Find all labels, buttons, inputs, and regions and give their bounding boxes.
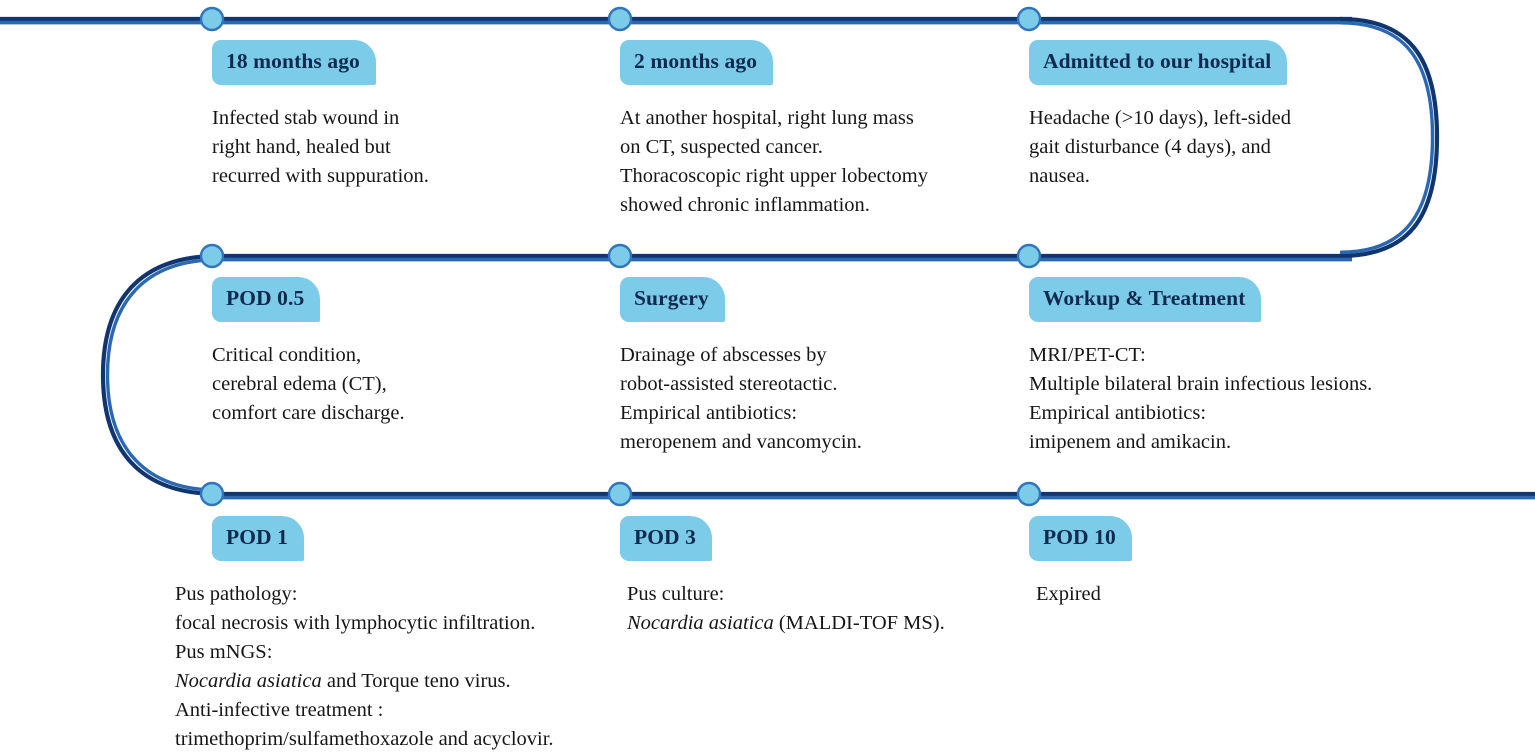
timeline-dot: [609, 245, 631, 267]
timeline-body: At another hospital, right lung mass on …: [620, 104, 1020, 220]
timeline-dot: [201, 245, 223, 267]
timeline-node-admitted: Admitted to our hospital Headache (>10 d…: [1029, 40, 1429, 191]
timeline-node-pod-0-5: POD 0.5 Critical condition, cerebral ede…: [212, 277, 612, 428]
timeline-dot: [609, 483, 631, 505]
timeline-badge[interactable]: POD 10: [1029, 516, 1132, 561]
timeline-body: Drainage of abscesses by robot-assisted …: [620, 341, 1020, 457]
track-row-3: [208, 494, 1535, 498]
track-row-2: [208, 256, 1352, 260]
timeline-body: MRI/PET-CT: Multiple bilateral brain inf…: [1029, 341, 1509, 457]
timeline-node-2-months-ago: 2 months ago At another hospital, right …: [620, 40, 1020, 220]
timeline-node-surgery: Surgery Drainage of abscesses by robot-a…: [620, 277, 1020, 457]
track-row-1: [0, 19, 1352, 23]
timeline-badge[interactable]: 18 months ago: [212, 40, 376, 85]
timeline-badge[interactable]: Surgery: [620, 277, 725, 322]
timeline-badge[interactable]: Admitted to our hospital: [1029, 40, 1287, 85]
timeline-body: Infected stab wound in right hand, heale…: [212, 104, 612, 191]
timeline-badge[interactable]: POD 1: [212, 516, 304, 561]
timeline-dot: [201, 483, 223, 505]
timeline-body: Headache (>10 days), left-sided gait dis…: [1029, 104, 1429, 191]
timeline-badge[interactable]: 2 months ago: [620, 40, 773, 85]
timeline-node-18-months-ago: 18 months ago Infected stab wound in rig…: [212, 40, 612, 191]
timeline-dot: [1018, 483, 1040, 505]
track-turn-left: [103, 256, 218, 494]
timeline-badge[interactable]: Workup & Treatment: [1029, 277, 1261, 322]
timeline-body: Pus pathology: focal necrosis with lymph…: [175, 580, 642, 754]
timeline-badge[interactable]: POD 3: [620, 516, 712, 561]
timeline-body: Critical condition, cerebral edema (CT),…: [212, 341, 612, 428]
timeline-badge[interactable]: POD 0.5: [212, 277, 320, 322]
timeline-body: Pus culture: Nocardia asiatica (MALDI-TO…: [627, 580, 1050, 638]
timeline-node-workup-treatment: Workup & Treatment MRI/PET-CT: Multiple …: [1029, 277, 1509, 457]
timeline-dot: [609, 8, 631, 30]
timeline-dot: [1018, 8, 1040, 30]
timeline-body: Expired: [1036, 580, 1429, 609]
timeline-node-pod-3: POD 3 Pus culture: Nocardia asiatica (MA…: [620, 516, 1050, 638]
timeline-node-pod-1: POD 1 Pus pathology: focal necrosis with…: [212, 516, 642, 754]
timeline-node-pod-10: POD 10 Expired: [1029, 516, 1429, 609]
timeline-dot: [201, 8, 223, 30]
timeline-dot: [1018, 245, 1040, 267]
